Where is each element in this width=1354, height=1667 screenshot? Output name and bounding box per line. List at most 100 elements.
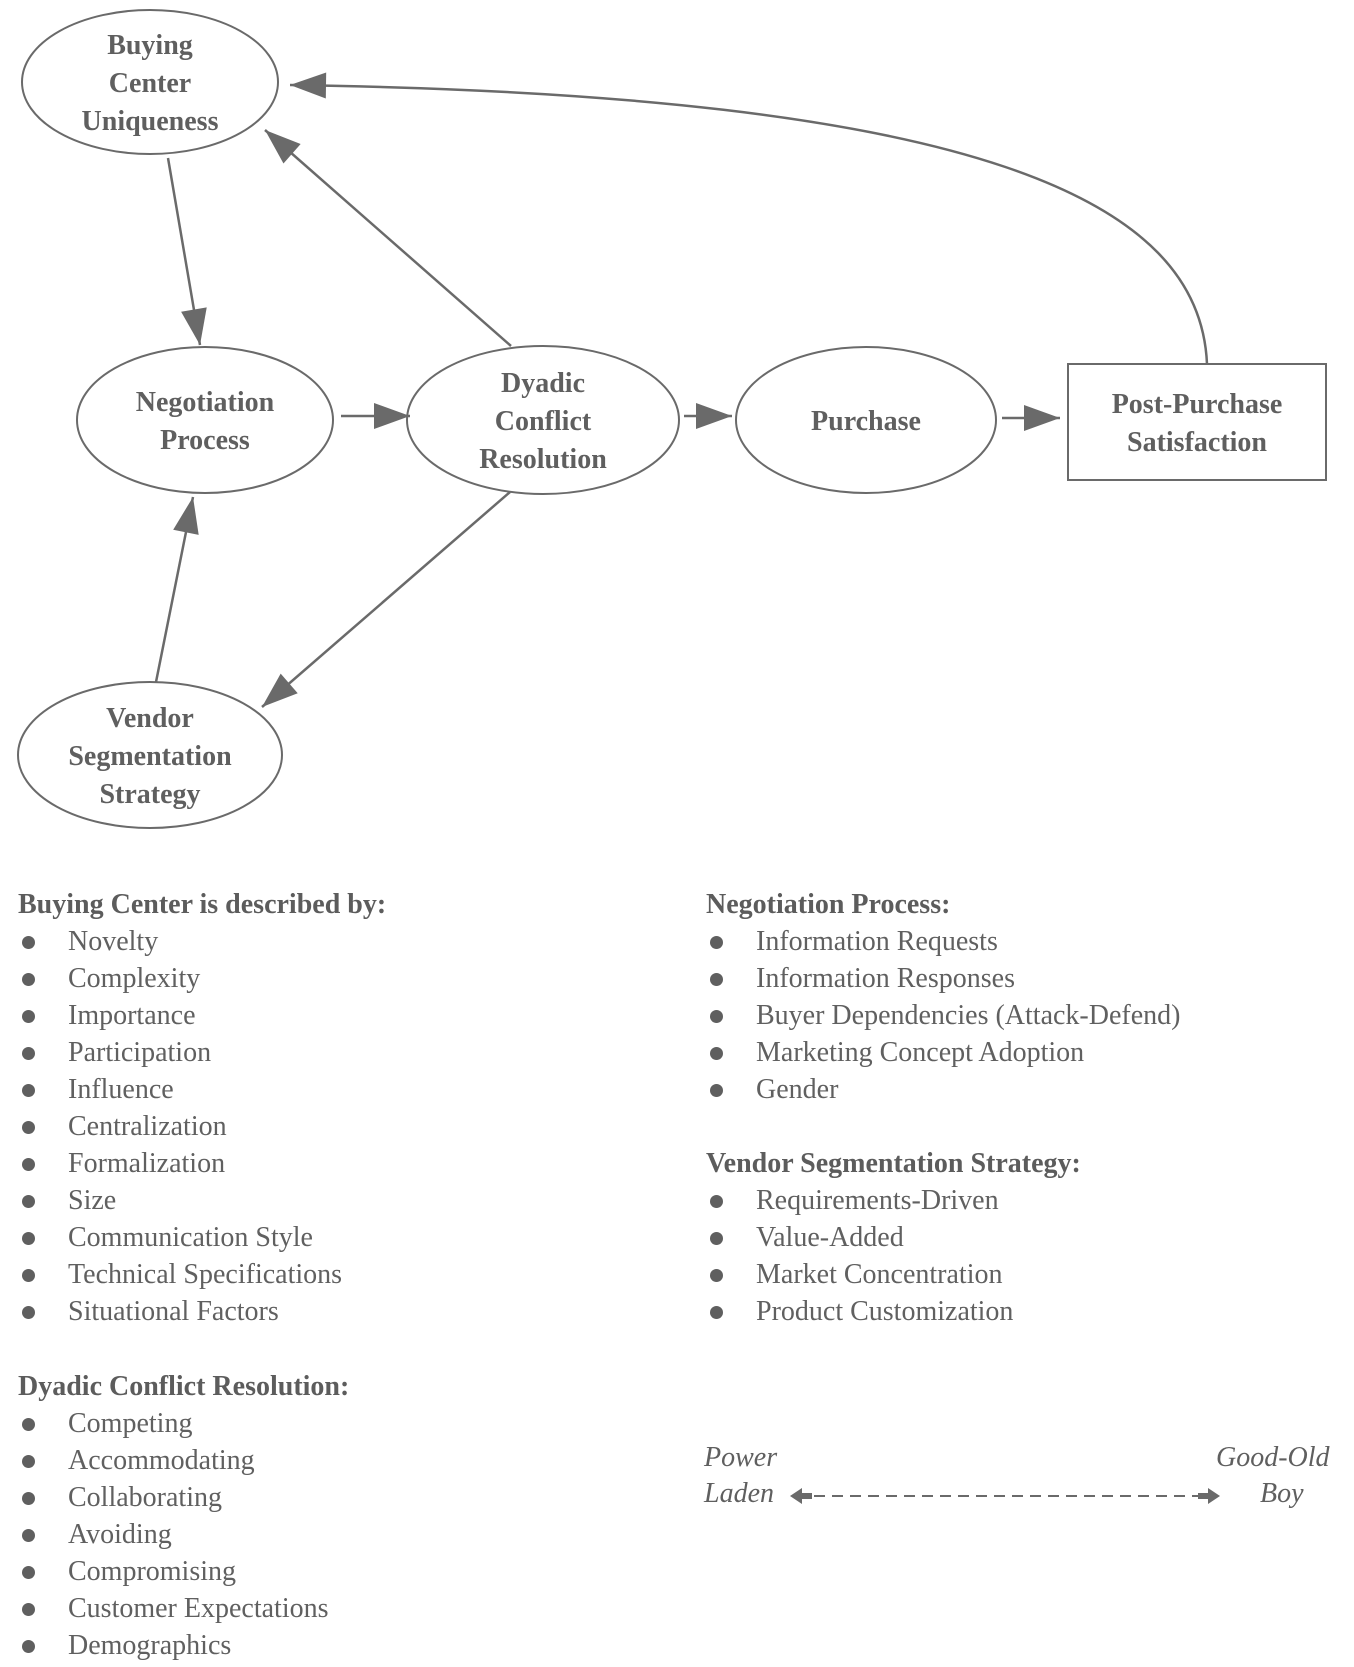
list-item-text: Competing: [68, 1408, 193, 1439]
buying-center-list-title: Buying Center is described by:: [18, 889, 387, 920]
list-item-text: Formalization: [68, 1148, 226, 1179]
bullet-icon: [710, 973, 723, 986]
list-item: Participation: [18, 1034, 386, 1071]
bullet-icon: [22, 1232, 35, 1245]
list-item-text: Information Requests: [756, 926, 998, 957]
list-item-text: Communication Style: [68, 1222, 313, 1253]
node-purchase: Purchase: [735, 346, 997, 494]
list-item: Gender: [706, 1071, 1180, 1108]
list-item-text: Centralization: [68, 1111, 227, 1142]
list-item-text: Influence: [68, 1074, 174, 1105]
list-item-text: Compromising: [68, 1556, 237, 1587]
flow-diagram: BuyingCenterUniquenessNegotiationProcess…: [17, 9, 1327, 829]
node-label: Strategy: [99, 779, 200, 810]
arrowhead-icon: [290, 72, 327, 99]
list-item: Market Concentration: [706, 1256, 1081, 1293]
bullet-icon: [22, 1640, 35, 1653]
list-item-text: Avoiding: [68, 1519, 172, 1550]
list-item-text: Situational Factors: [68, 1296, 279, 1327]
list-item: Competing: [18, 1405, 349, 1442]
list-item: Importance: [18, 997, 386, 1034]
bullet-icon: [22, 1566, 35, 1579]
bullet-icon: [22, 973, 35, 986]
bullet-icon: [22, 1121, 35, 1134]
bullet-icon: [22, 1418, 35, 1431]
scale-right-label-line1: Good-Old: [1216, 1442, 1330, 1473]
bullet-icon: [22, 1047, 35, 1060]
list-item: Size: [18, 1182, 386, 1219]
node-label: Segmentation: [68, 741, 232, 772]
node-label: Negotiation: [136, 387, 275, 418]
edge-post-purchase-to-buying-center: [289, 83, 1209, 365]
list-item-text: Complexity: [68, 963, 201, 994]
node-ellipse: [21, 9, 279, 155]
node-ellipse: [735, 346, 997, 494]
list-item-text: Customer Expectations: [68, 1593, 329, 1624]
bullet-icon: [22, 1455, 35, 1468]
vendor-segmentation-description: Vendor Segmentation Strategy: Requiremen…: [706, 1145, 1081, 1330]
list-item: Avoiding: [18, 1516, 349, 1553]
node-box: [1067, 363, 1327, 481]
list-item: Buyer Dependencies (Attack-Defend): [706, 997, 1180, 1034]
bullet-icon: [22, 1158, 35, 1171]
list-item: Centralization: [18, 1108, 386, 1145]
bullet-icon: [22, 1492, 35, 1505]
node-label: Center: [109, 68, 191, 99]
node-label: Post-Purchase: [1112, 389, 1283, 420]
list-item-text: Novelty: [68, 926, 159, 957]
bullet-icon: [22, 1084, 35, 1097]
bullet-icon: [22, 1195, 35, 1208]
list-item: Information Responses: [706, 960, 1180, 997]
list-item: Communication Style: [18, 1219, 386, 1256]
list-item-text: Market Concentration: [756, 1259, 1003, 1290]
node-label: Uniqueness: [82, 106, 219, 137]
arrowhead-icon: [265, 130, 301, 164]
list-item-text: Collaborating: [68, 1482, 222, 1513]
list-item-text: Gender: [756, 1074, 839, 1105]
node-label: Process: [160, 425, 250, 456]
list-item: Situational Factors: [18, 1293, 386, 1330]
node-label: Dyadic: [501, 368, 585, 399]
node-label: Satisfaction: [1127, 427, 1267, 458]
node-label: Purchase: [811, 406, 921, 437]
bullet-icon: [22, 1010, 35, 1023]
list-item: Influence: [18, 1071, 386, 1108]
list-item-text: Requirements-Driven: [756, 1185, 999, 1216]
bullet-icon: [710, 1047, 723, 1060]
list-item: Technical Specifications: [18, 1256, 386, 1293]
list-item: Complexity: [18, 960, 386, 997]
scale-left-label-line1: Power: [704, 1442, 778, 1473]
bullet-icon: [22, 1529, 35, 1542]
list-item-text: Buyer Dependencies (Attack-Defend): [756, 1000, 1181, 1031]
bullet-icon: [22, 1306, 35, 1319]
list-item: Collaborating: [18, 1479, 349, 1516]
list-item: Demographics: [18, 1627, 349, 1664]
arrowhead-icon: [173, 497, 199, 535]
bullet-icon: [710, 1195, 723, 1208]
edge-dyadic-to-vendor: [261, 491, 511, 708]
left-arrow-icon: [790, 1488, 812, 1504]
list-item-text: Demographics: [68, 1630, 232, 1661]
list-item: Formalization: [18, 1145, 386, 1182]
list-item-text: Technical Specifications: [68, 1259, 343, 1290]
arrowhead-icon: [181, 307, 207, 345]
right-arrow-icon: [1198, 1488, 1220, 1504]
bullet-icon: [710, 1306, 723, 1319]
bullet-icon: [22, 1603, 35, 1616]
list-item: Novelty: [18, 923, 386, 960]
scale-double-arrow: [790, 1488, 1220, 1504]
list-item-text: Product Customization: [756, 1296, 1014, 1327]
list-item-text: Marketing Concept Adoption: [756, 1037, 1085, 1068]
node-ellipse: [76, 346, 334, 494]
list-item: Marketing Concept Adoption: [706, 1034, 1180, 1071]
bullet-icon: [22, 936, 35, 949]
list-item-text: Value-Added: [756, 1222, 904, 1253]
bullet-icon: [710, 1269, 723, 1282]
list-item: Compromising: [18, 1553, 349, 1590]
